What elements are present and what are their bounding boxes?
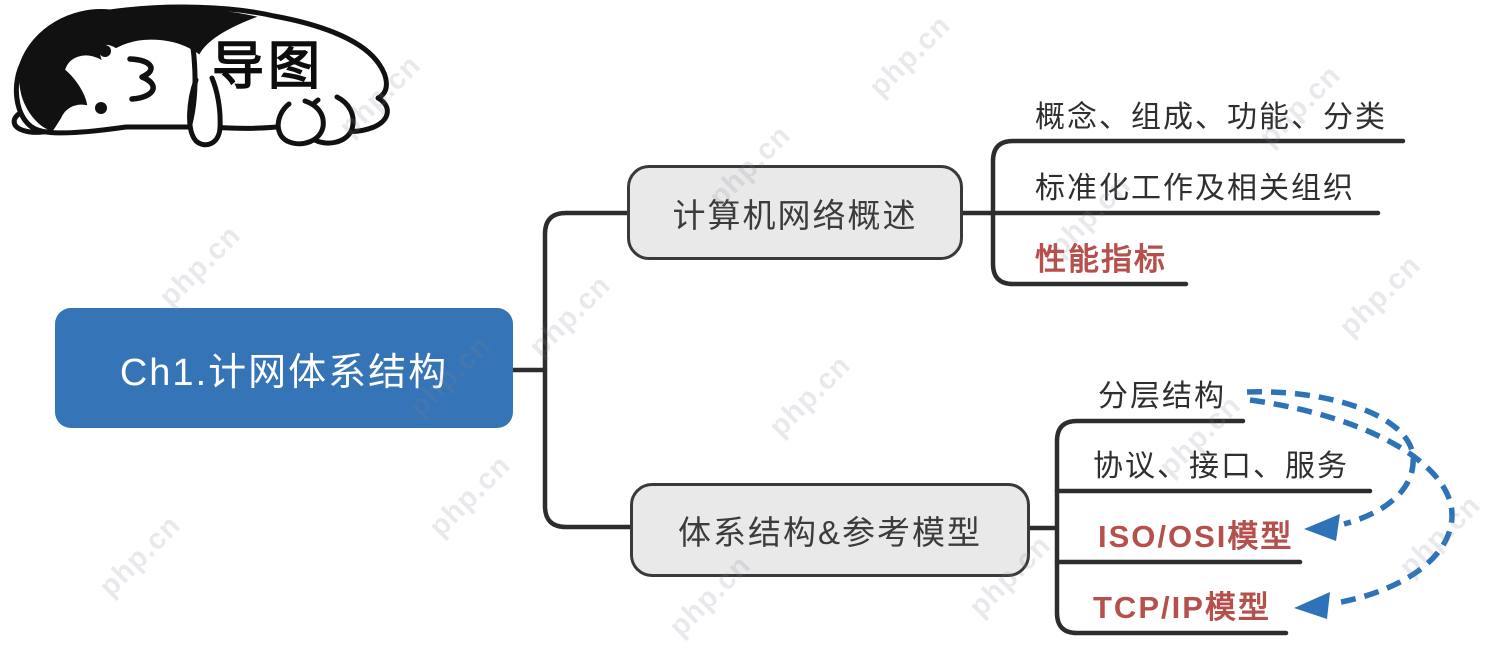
link-trunk [542,210,633,530]
branch-node-label: 体系结构&参考模型 [677,514,982,551]
link-branch2-bracket [1054,418,1289,636]
root-node: Ch1.计网体系结构 [55,308,513,428]
eye-dot [99,45,111,57]
child-topic-protocol-interface-service: 协议、接口、服务 [1093,450,1349,483]
arrowhead-left-icon [1304,514,1340,541]
arrowhead-left-icon [1294,592,1330,619]
branch-node-label: 计算机网络概述 [672,196,918,234]
child-topic-performance-metrics: 性能指标 [1035,242,1167,277]
cartoon-label: 导图 [212,38,324,96]
child-topic-tcp-ip-model: TCP/IP模型 [1093,590,1271,625]
mouth [127,56,156,102]
lying-person-cartoon-icon: 导图 [11,4,390,148]
child-topic-iso-osi-model: ISO/OSI模型 [1098,519,1294,554]
eye-dot [95,102,107,114]
child-topic-standardization: 标准化工作及相关组织 [1035,172,1355,205]
relation-arrow-layered-to-tcpip [1249,397,1455,619]
branch-node-architecture-models: 体系结构&参考模型 [630,483,1030,577]
child-topic-layered-structure: 分层结构 [1098,380,1226,413]
relation-arrow-layered-to-osi [1246,389,1416,541]
root-node-label: Ch1.计网体系结构 [119,351,449,394]
branch-node-network-overview: 计算机网络概述 [627,165,963,260]
child-topic-concepts: 概念、组成、功能、分类 [1035,101,1387,134]
